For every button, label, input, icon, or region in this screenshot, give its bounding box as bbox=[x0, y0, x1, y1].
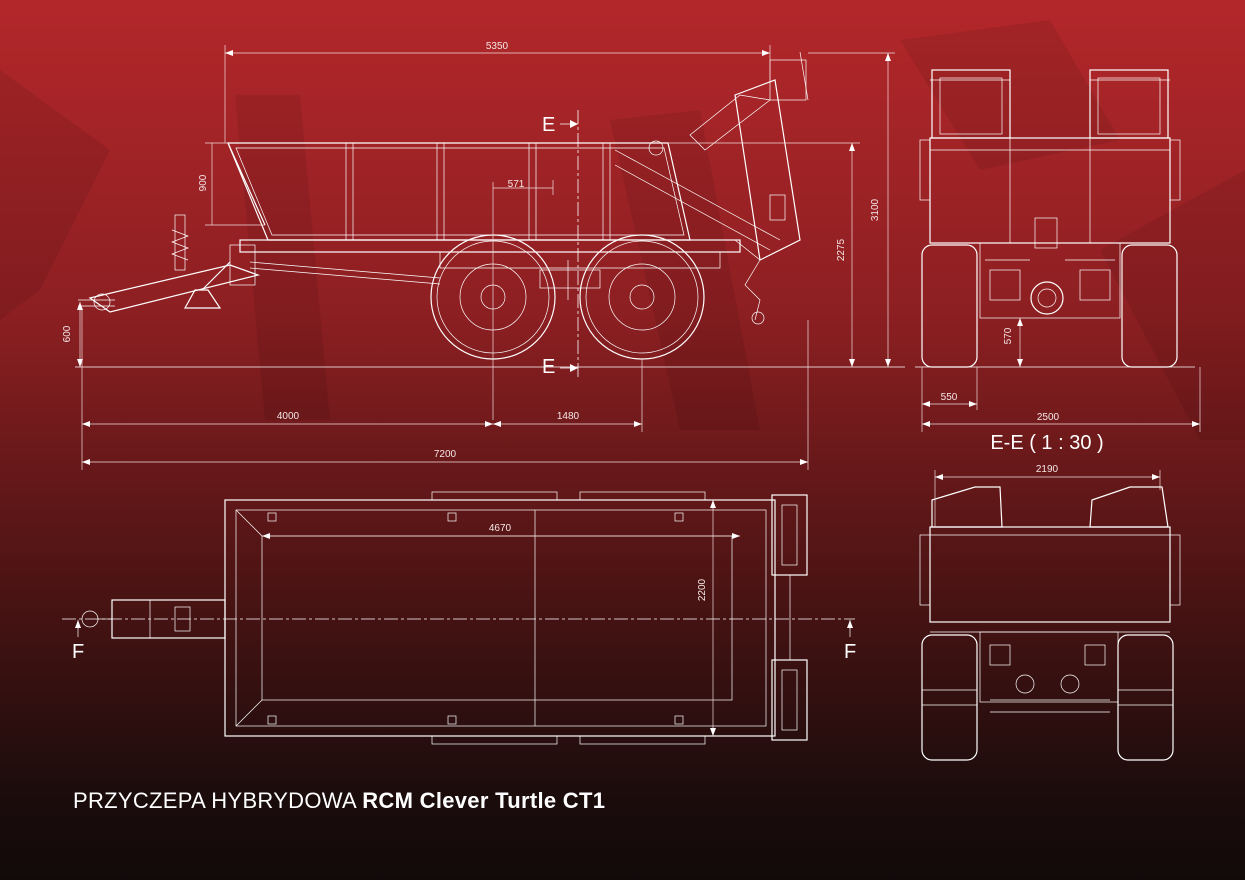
dim-570: 570 bbox=[1003, 327, 1014, 344]
dim-900: 900 bbox=[198, 174, 209, 191]
section-e-bottom-label: E bbox=[542, 356, 555, 378]
top-view: F F 4670 2200 bbox=[62, 491, 856, 745]
rear-section-view: 570 550 2500 E-E ( 1 : 30 ) bbox=[915, 69, 1201, 454]
dim-600: 600 bbox=[62, 325, 73, 342]
dim-571: 571 bbox=[508, 179, 525, 190]
section-f-right-label: F bbox=[844, 641, 856, 663]
dim-4000: 4000 bbox=[277, 411, 300, 422]
section-title: E-E ( 1 : 30 ) bbox=[990, 432, 1103, 454]
section-e-top-label: E bbox=[542, 114, 555, 136]
background-watermark bbox=[0, 20, 1245, 440]
dim-550: 550 bbox=[941, 392, 958, 403]
side-view: E E 5350 900 571 3100 2275 bbox=[62, 41, 905, 470]
dim-4670: 4670 bbox=[489, 523, 512, 534]
product-caption: PRZYCZEPA HYBRYDOWA RCM Clever Turtle CT… bbox=[73, 788, 605, 814]
section-f-left-label: F bbox=[72, 641, 84, 663]
caption-prefix: PRZYCZEPA HYBRYDOWA bbox=[73, 788, 356, 813]
dim-2500: 2500 bbox=[1037, 412, 1060, 423]
front-view: 2190 bbox=[919, 464, 1181, 761]
dim-2200: 2200 bbox=[697, 578, 708, 601]
dim-1480: 1480 bbox=[557, 411, 580, 422]
dim-7200: 7200 bbox=[434, 449, 457, 460]
dim-3100: 3100 bbox=[870, 198, 881, 221]
dim-5350: 5350 bbox=[486, 41, 509, 52]
caption-product-name: RCM Clever Turtle CT1 bbox=[362, 788, 606, 813]
dim-2275: 2275 bbox=[836, 238, 847, 261]
dim-2190: 2190 bbox=[1036, 464, 1059, 475]
